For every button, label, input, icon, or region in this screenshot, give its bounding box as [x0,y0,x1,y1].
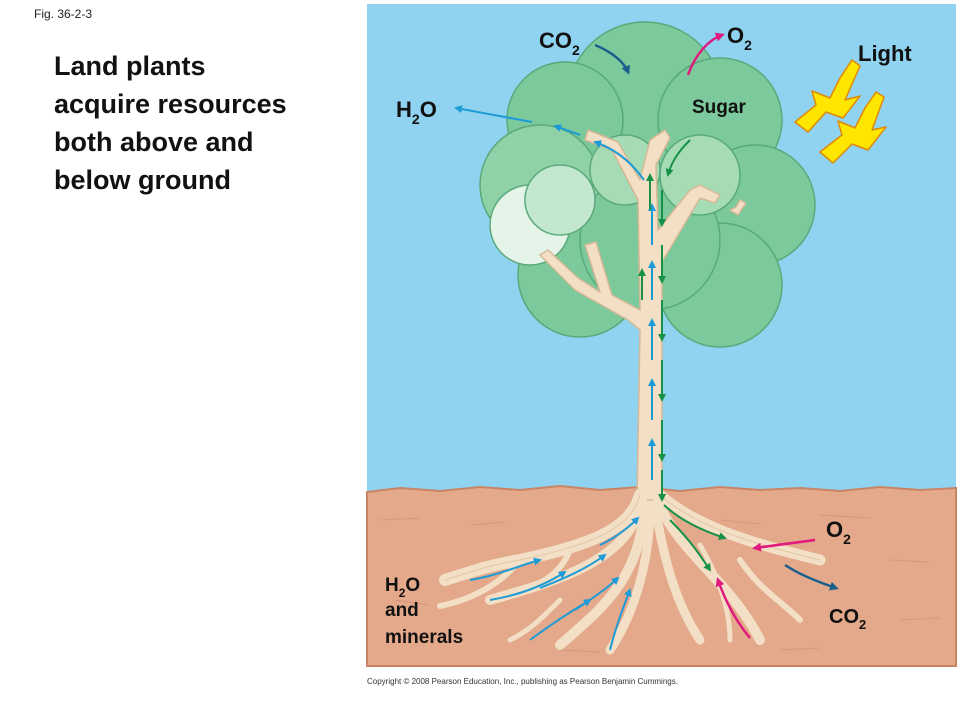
h2o-out-arrow [454,105,533,123]
sugar-arrows [638,139,727,572]
o2-top-arrow [686,32,725,76]
o2-top-label: O2 [727,23,752,53]
light-bolt-icon [794,59,887,164]
caption-line-3: both above and [54,127,254,157]
and-label: and [385,600,419,621]
co2-top-label: CO2 [539,28,580,58]
caption-line-2: acquire resources [54,89,287,119]
minerals-label: minerals [385,627,463,648]
h2o-minerals-label: H2O [385,575,420,600]
water-arrows [469,124,656,651]
co2-top-arrow [594,43,630,75]
h2o-top-label: H2O [396,97,437,127]
copyright-notice: Copyright © 2008 Pearson Education, Inc.… [367,677,678,686]
soil [366,484,957,667]
o2-bottom-arrow [752,538,816,552]
co2-bottom-label: CO2 [829,606,866,632]
light-label: Light [858,41,912,66]
tree-trunk [539,129,747,501]
co2-bottom-arrow [784,563,839,591]
caption-line-1: Land plants [54,51,206,81]
caption-line-4: below ground [54,165,231,195]
tree-roots-outline [444,494,821,581]
figure-number: Fig. 36-2-3 [34,7,93,21]
o2-bottom-label: O2 [826,517,851,547]
caption: Land plants acquire resources both above… [54,47,354,199]
o2-root-arrow [715,577,751,639]
soil-texture [379,514,941,653]
sugar-label: Sugar [692,97,746,118]
